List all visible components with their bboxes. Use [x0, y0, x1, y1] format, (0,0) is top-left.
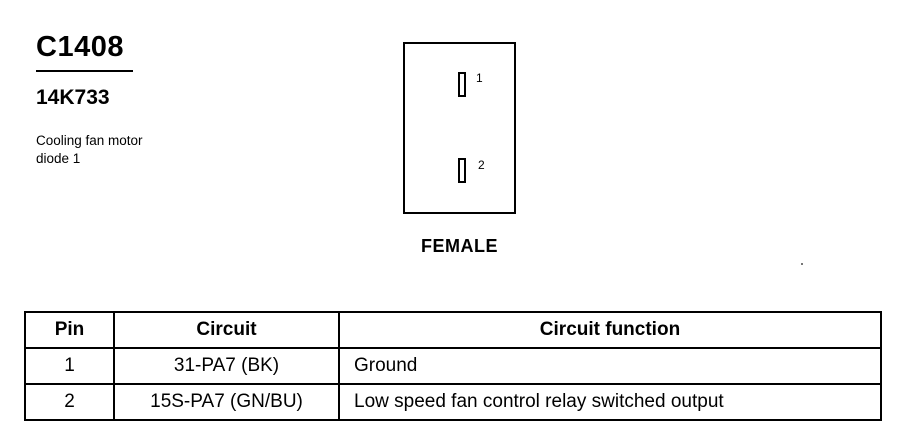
description-line-2: diode 1 [36, 151, 81, 166]
connector-face-diagram: 1 2 [403, 42, 516, 214]
cell-pin: 1 [24, 347, 115, 385]
connector-id: C1408 [36, 31, 124, 63]
table-row: 2 15S-PA7 (GN/BU) Low speed fan control … [24, 383, 882, 421]
description-line-1: Cooling fan motor [36, 133, 143, 148]
pin-1-slot [458, 72, 466, 97]
table-row: 1 31-PA7 (BK) Ground [24, 347, 882, 385]
pinout-table: Pin Circuit Circuit function 1 31-PA7 (B… [24, 311, 882, 421]
table-header-row: Pin Circuit Circuit function [24, 311, 882, 349]
cell-pin: 2 [24, 383, 115, 421]
pin-2-label: 2 [478, 158, 485, 172]
cell-circuit: 15S-PA7 (GN/BU) [113, 383, 340, 421]
header-rule [36, 70, 133, 72]
pin-2-slot [458, 158, 466, 183]
cell-function: Ground [338, 347, 882, 385]
header-circuit-function: Circuit function [338, 311, 882, 349]
gender-label: FEMALE [421, 236, 498, 256]
cell-function: Low speed fan control relay switched out… [338, 383, 882, 421]
header-pin: Pin [24, 311, 115, 349]
part-number: 14K733 [36, 86, 110, 109]
pin-1-label: 1 [476, 71, 483, 85]
cell-circuit: 31-PA7 (BK) [113, 347, 340, 385]
connector-description: Cooling fan motor diode 1 [36, 132, 196, 168]
header-circuit: Circuit [113, 311, 340, 349]
stray-mark [801, 263, 803, 265]
